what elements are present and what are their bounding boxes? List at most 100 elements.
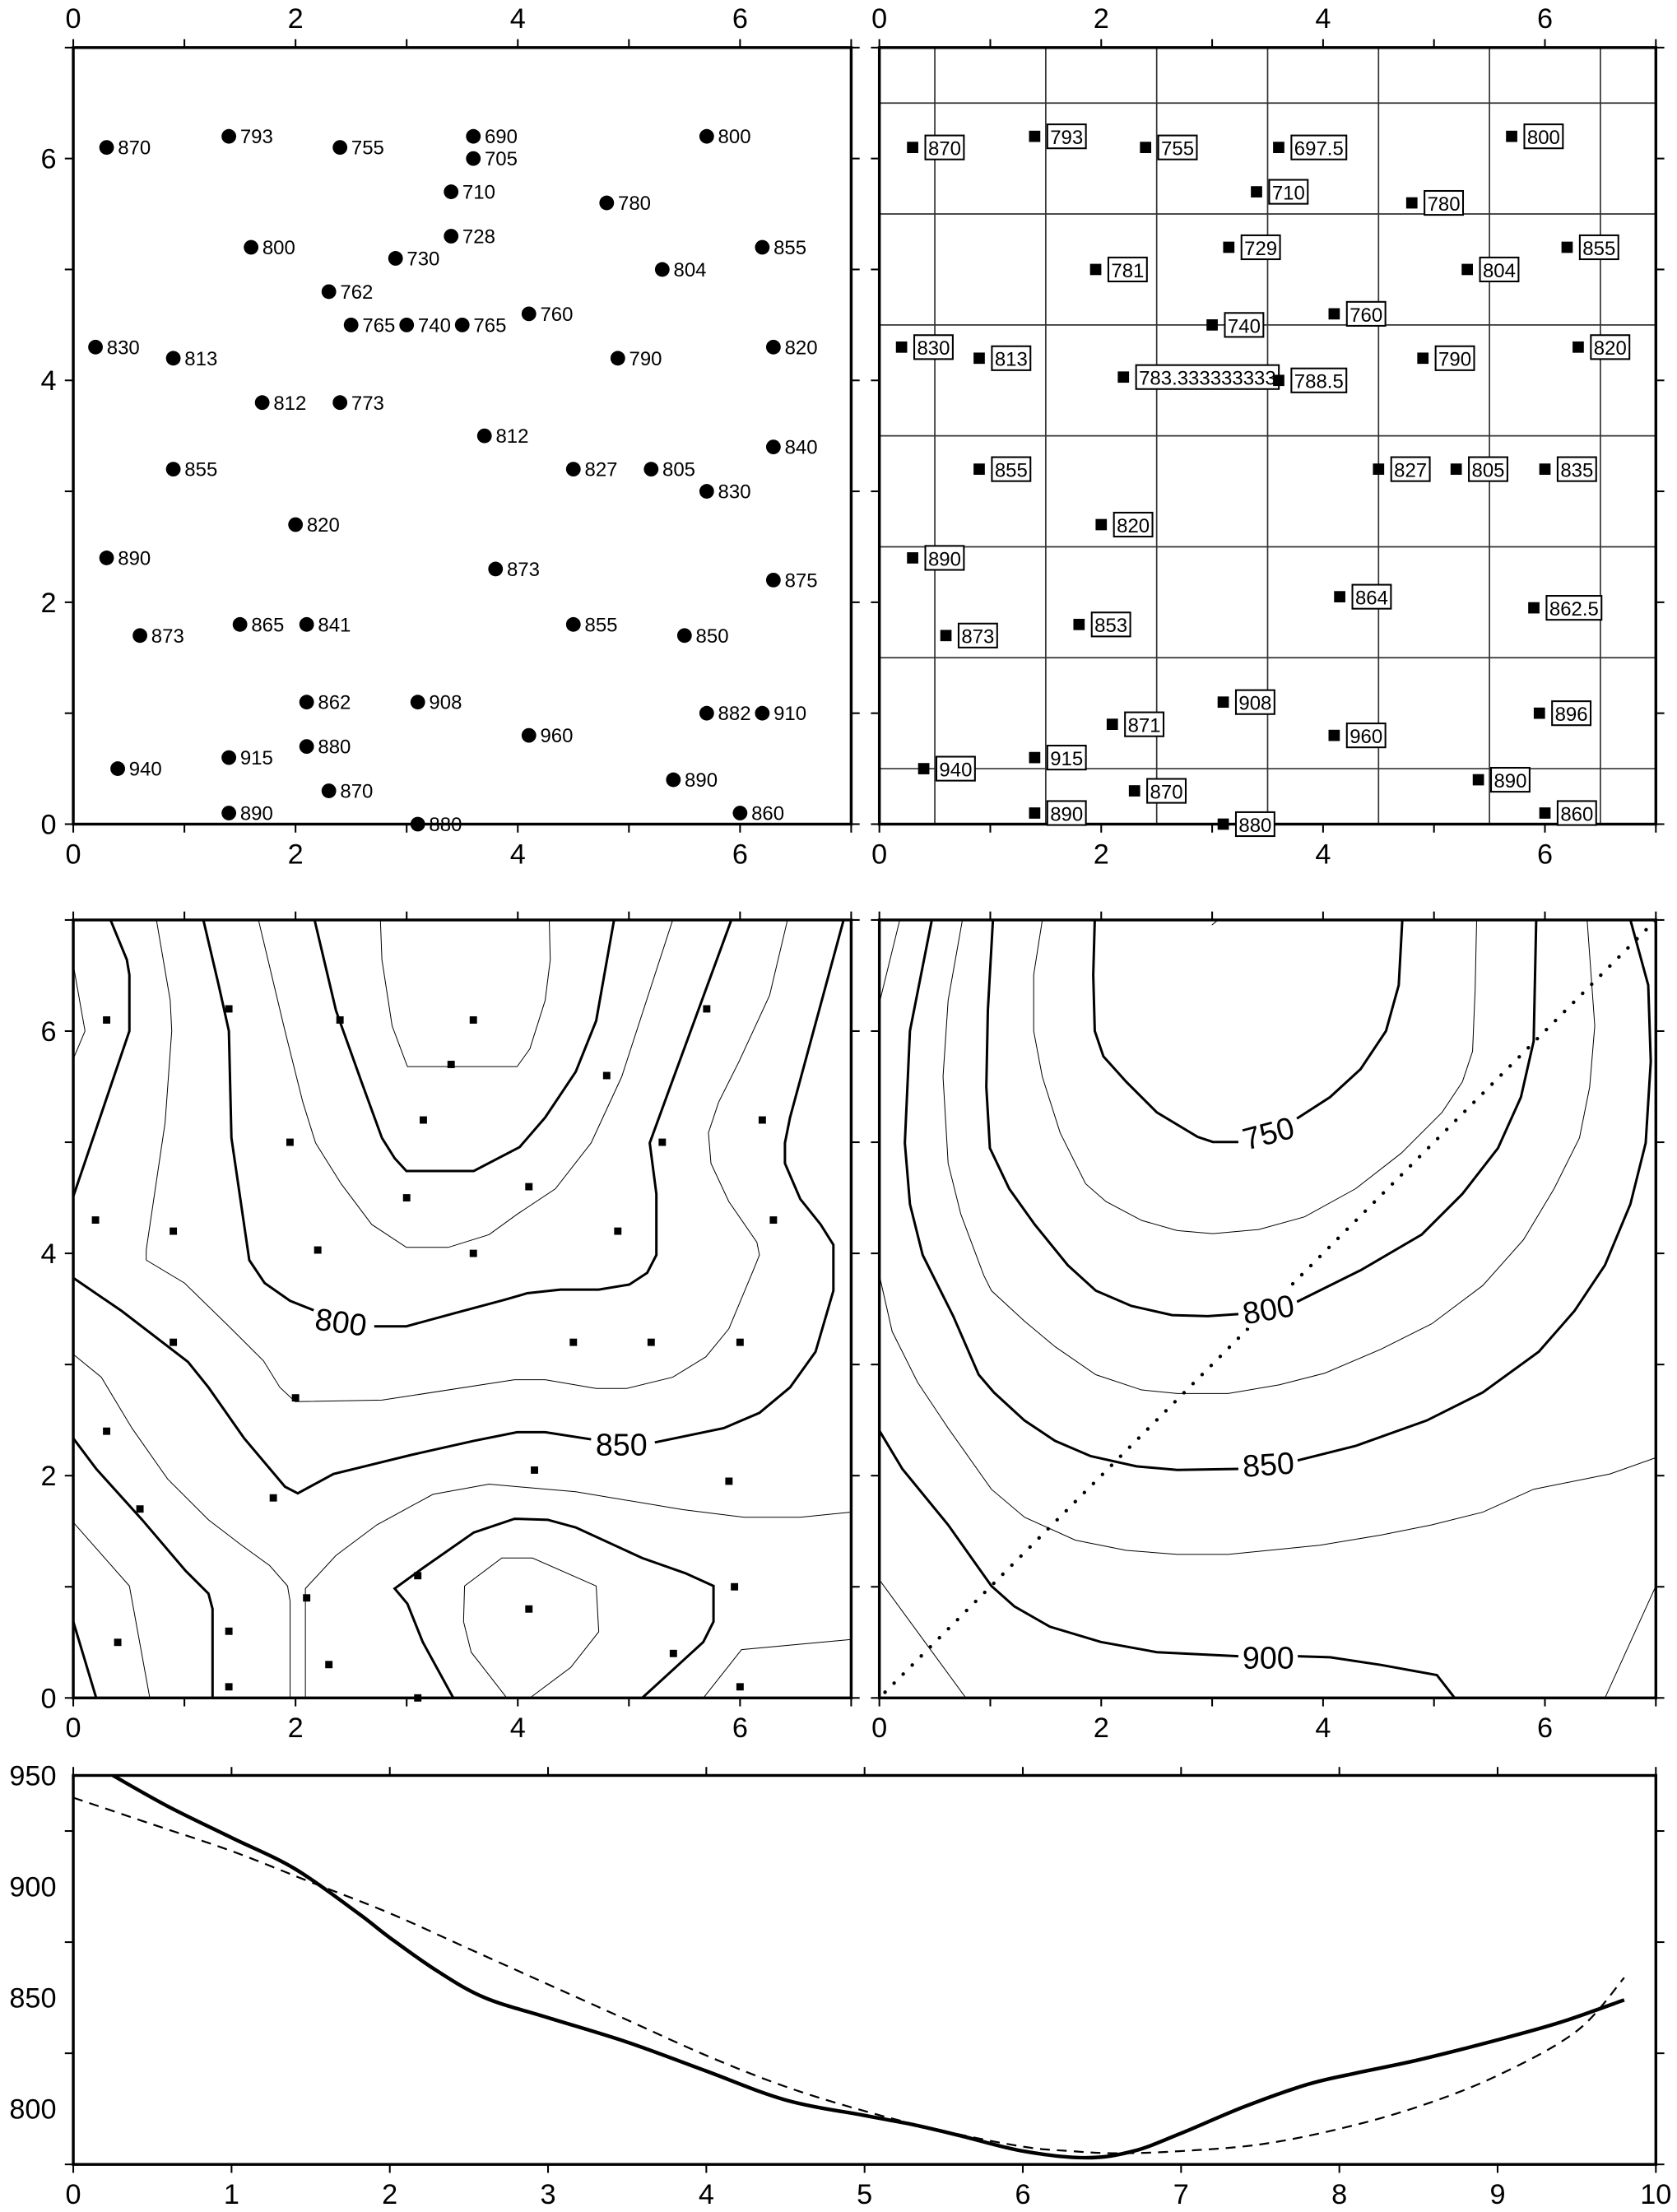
data-point — [332, 395, 348, 411]
block-mean-point — [1223, 241, 1235, 253]
label-box — [1556, 800, 1597, 826]
block-mean-point — [1273, 142, 1284, 154]
block-mean-point — [1273, 374, 1284, 387]
block-mean-label: 755 — [1157, 134, 1198, 160]
contour-line-850 — [905, 920, 1651, 1470]
block-mean-label: 862.5 — [1545, 595, 1603, 621]
data-point-label: 890 — [118, 548, 151, 570]
x-tick-label: 4 — [510, 3, 526, 35]
block-mean-label: 820 — [1113, 511, 1154, 538]
label-box — [1124, 711, 1165, 737]
block-mean-value: 781 — [1111, 260, 1144, 282]
label-box — [1345, 300, 1387, 327]
label-box — [913, 334, 954, 360]
contour-label: 800 — [313, 1302, 369, 1343]
x-tick-label: 10 — [1640, 2179, 1671, 2210]
data-point-label: 841 — [318, 614, 351, 636]
x-tick-label: 6 — [1537, 3, 1553, 35]
data-point — [488, 561, 504, 577]
data-point — [599, 195, 615, 211]
contour-line — [73, 1522, 150, 1698]
label-box — [1046, 800, 1087, 826]
block-mean-value: 915 — [1050, 748, 1083, 770]
data-point-marker — [469, 1249, 477, 1257]
label-box — [1113, 511, 1154, 538]
block-mean-value: 890 — [1494, 770, 1526, 792]
y-tick-label: 4 — [40, 365, 56, 397]
block-mean-point — [1373, 463, 1385, 475]
block-mean-label: 793 — [1046, 123, 1087, 150]
y-tick-label: 6 — [40, 144, 56, 175]
block-mean-point — [1539, 807, 1551, 819]
data-point — [643, 462, 659, 477]
data-point — [399, 317, 415, 332]
data-point-label: 860 — [751, 803, 784, 825]
block-mean-value: 880 — [1238, 815, 1271, 837]
data-point-label: 862 — [318, 692, 351, 714]
data-point-marker — [103, 1427, 111, 1435]
x-tick-label: 6 — [732, 3, 748, 35]
contour-line — [146, 920, 787, 1401]
data-point-label: 880 — [429, 814, 462, 836]
data-point-marker — [136, 1505, 144, 1513]
data-point — [699, 705, 714, 721]
label-box — [1590, 334, 1631, 360]
x-tick-label: 6 — [732, 839, 748, 870]
block-mean-value: 940 — [939, 759, 972, 781]
x-tick-label: 6 — [1015, 2179, 1030, 2210]
data-point-marker — [569, 1338, 578, 1346]
contour-line — [73, 964, 85, 1058]
block-mean-label: 788.5 — [1290, 367, 1348, 393]
block-mean-label: 804 — [1479, 256, 1520, 283]
data-point — [755, 705, 770, 721]
data-point — [666, 772, 681, 788]
block-mean-value: 740 — [1228, 315, 1261, 337]
contour-label: 850 — [596, 1428, 648, 1462]
label-box — [1551, 700, 1592, 727]
data-point-marker — [614, 1227, 622, 1235]
block-mean-point — [1533, 707, 1545, 719]
data-point — [565, 616, 581, 632]
x-tick-label: 2 — [288, 1712, 304, 1744]
block-mean-point — [1217, 696, 1229, 709]
label-box — [1046, 123, 1087, 150]
data-point — [221, 806, 237, 820]
block-mean-value: 890 — [928, 548, 961, 570]
x-tick-label: 6 — [1537, 1712, 1553, 1744]
x-tick-label: 2 — [288, 3, 304, 35]
contour-line — [880, 1276, 1656, 1554]
block-mean-value: 896 — [1555, 704, 1588, 726]
data-point-marker — [769, 1216, 778, 1224]
data-point-label: 870 — [340, 781, 373, 803]
block-mean-point — [1528, 602, 1540, 614]
data-point — [254, 395, 270, 411]
data-point-marker — [736, 1683, 744, 1691]
block-mean-point — [1417, 352, 1429, 365]
block-mean-point — [1029, 751, 1041, 764]
contour-line-800 — [203, 920, 732, 1327]
block-mean-point — [1328, 308, 1340, 320]
block-mean-label: 830 — [913, 334, 954, 360]
label-box — [1490, 766, 1531, 793]
data-point-marker — [725, 1477, 733, 1485]
contour-line — [880, 920, 900, 1003]
block-mean-point — [1472, 774, 1484, 786]
data-point — [244, 239, 259, 255]
block-mean-label: 790 — [1434, 345, 1475, 371]
contour-line — [73, 1355, 290, 1698]
block-mean-label: 890 — [1490, 766, 1531, 793]
data-point-marker — [336, 1016, 344, 1024]
data-point-marker — [758, 1116, 766, 1124]
data-point-marker — [170, 1338, 178, 1346]
contour-lines — [880, 920, 1656, 1698]
plot-frame — [877, 918, 1658, 1700]
data-point-label: 940 — [129, 759, 162, 781]
data-point — [99, 551, 114, 565]
label-box — [924, 545, 965, 571]
data-point-label: 870 — [118, 137, 151, 160]
data-point-label: 960 — [540, 725, 573, 747]
block-mean-value: 755 — [1161, 138, 1194, 160]
